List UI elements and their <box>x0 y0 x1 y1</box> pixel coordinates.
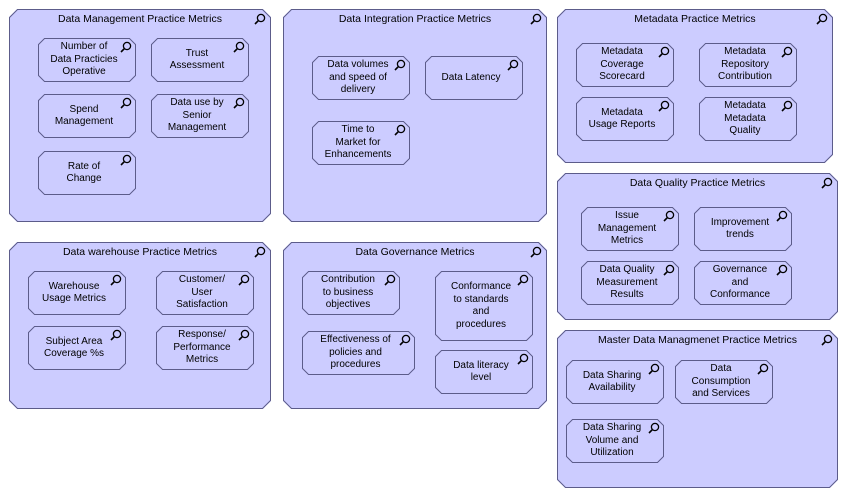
master-data-group[interactable]: Master Data Managmenet Practice Metrics <box>557 330 838 488</box>
metric-label: Customer/ User Satisfaction <box>176 274 228 311</box>
metric-label: Governance and Conformance <box>709 264 771 301</box>
magnifier-icon[interactable] <box>530 12 542 24</box>
master-data-metric[interactable]: Data Consumption and Services <box>675 360 773 404</box>
data-governance-metric[interactable]: Conformance to standards and procedures <box>435 271 533 341</box>
magnifier-icon[interactable] <box>517 274 529 286</box>
data-integration-group-title: Data Integration Practice Metrics <box>338 13 492 25</box>
magnifier-icon[interactable] <box>507 59 519 71</box>
data-management-group-title: Data Management Practice Metrics <box>58 13 222 25</box>
magnifier-icon[interactable] <box>658 100 670 112</box>
magnifier-icon[interactable] <box>238 329 250 341</box>
data-quality-metric[interactable]: Data Quality Measurement Results <box>581 261 679 305</box>
metric-label: Data Quality Measurement Results <box>596 264 658 301</box>
magnifier-icon[interactable] <box>110 274 122 286</box>
metric-label: Data Sharing Availability <box>582 369 642 393</box>
data-warehouse-metric[interactable]: Customer/ User Satisfaction <box>156 271 254 315</box>
magnifier-icon[interactable] <box>821 333 833 345</box>
magnifier-icon[interactable] <box>238 274 250 286</box>
data-management-metric[interactable]: Number of Data Practicies Operative <box>38 38 136 82</box>
metric-label: Issue Management Metrics <box>597 210 657 247</box>
data-management-metric[interactable]: Spend Management <box>38 94 136 138</box>
metric-label: Data use by Senior Management <box>167 97 227 134</box>
magnifier-icon[interactable] <box>530 245 542 257</box>
magnifier-icon[interactable] <box>663 264 675 276</box>
magnifier-icon[interactable] <box>254 12 266 24</box>
data-governance-group-title: Data Governance Metrics <box>355 246 475 258</box>
data-integration-group[interactable]: Data Integration Practice Metrics <box>283 9 547 222</box>
data-quality-metric[interactable]: Governance and Conformance <box>694 261 792 305</box>
metadata-metric[interactable]: Metadata Usage Reports <box>576 97 674 141</box>
magnifier-icon[interactable] <box>384 274 396 286</box>
magnifier-icon[interactable] <box>658 46 670 58</box>
metric-label: Contribution to business objectives <box>321 274 375 311</box>
data-management-metric[interactable]: Data use by Senior Management <box>151 94 249 138</box>
data-quality-group-title: Data Quality Practice Metrics <box>629 177 766 189</box>
metric-label: Metadata Repository Contribution <box>718 46 772 83</box>
magnifier-icon[interactable] <box>663 210 675 222</box>
metric-label: Data volumes and speed of delivery <box>327 59 389 96</box>
magnifier-icon[interactable] <box>816 12 828 24</box>
data-management-metric[interactable]: Rate of Change <box>38 151 136 195</box>
metric-label: Response/ Performance Metrics <box>173 329 231 366</box>
data-warehouse-group-title: Data warehouse Practice Metrics <box>62 246 218 258</box>
magnifier-icon[interactable] <box>394 59 406 71</box>
metric-label: Number of Data Practicies Operative <box>50 41 118 78</box>
metric-label: Trust Assessment <box>169 47 225 71</box>
master-data-metric[interactable]: Data Sharing Availability <box>566 360 664 404</box>
metric-label: Metadata Metadata Quality <box>724 100 766 137</box>
data-governance-metric[interactable]: Effectiveness of policies and procedures <box>302 331 415 375</box>
metric-label: Metadata Usage Reports <box>588 106 656 130</box>
metric-label: Data literacy level <box>453 359 509 383</box>
master-data-metric[interactable]: Data Sharing Volume and Utilization <box>566 419 664 463</box>
magnifier-icon[interactable] <box>120 154 132 166</box>
magnifier-icon[interactable] <box>110 329 122 341</box>
data-integration-metric[interactable]: Data Latency <box>425 56 523 100</box>
magnifier-icon[interactable] <box>120 41 132 53</box>
metric-label: Subject Area Coverage %s <box>43 335 105 359</box>
magnifier-icon[interactable] <box>781 46 793 58</box>
metric-label: Conformance to standards and procedures <box>450 281 512 330</box>
data-warehouse-metric[interactable]: Subject Area Coverage %s <box>28 326 126 370</box>
metric-label: Data Consumption and Services <box>691 363 751 400</box>
metric-label: Spend Management <box>54 103 114 127</box>
metric-label: Effectiveness of policies and procedures <box>320 334 391 371</box>
metric-label: Improvement trends <box>710 216 770 240</box>
data-integration-metric[interactable]: Data volumes and speed of delivery <box>312 56 410 100</box>
metadata-metric[interactable]: Metadata Coverage Scorecard <box>576 43 674 87</box>
data-governance-metric[interactable]: Data literacy level <box>435 350 533 394</box>
data-quality-metric[interactable]: Improvement trends <box>694 207 792 251</box>
magnifier-icon[interactable] <box>781 100 793 112</box>
metric-label: Data Sharing Volume and Utilization <box>582 422 642 459</box>
metric-label: Metadata Coverage Scorecard <box>599 46 645 83</box>
magnifier-icon[interactable] <box>233 97 245 109</box>
metric-label: Data Latency <box>441 71 501 83</box>
metric-label: Time to Market for Enhancements <box>324 124 392 161</box>
magnifier-icon[interactable] <box>120 97 132 109</box>
magnifier-icon[interactable] <box>821 176 833 188</box>
data-warehouse-metric[interactable]: Response/ Performance Metrics <box>156 326 254 370</box>
magnifier-icon[interactable] <box>517 353 529 365</box>
metric-label: Rate of Change <box>66 160 102 184</box>
data-governance-metric[interactable]: Contribution to business objectives <box>302 271 400 315</box>
metadata-metric[interactable]: Metadata Repository Contribution <box>699 43 797 87</box>
data-warehouse-metric[interactable]: Warehouse Usage Metrics <box>28 271 126 315</box>
magnifier-icon[interactable] <box>648 363 660 375</box>
data-management-metric[interactable]: Trust Assessment <box>151 38 249 82</box>
data-integration-metric[interactable]: Time to Market for Enhancements <box>312 121 410 165</box>
magnifier-icon[interactable] <box>394 124 406 136</box>
metadata-group-title: Metadata Practice Metrics <box>634 13 756 25</box>
magnifier-icon[interactable] <box>776 210 788 222</box>
magnifier-icon[interactable] <box>254 245 266 257</box>
magnifier-icon[interactable] <box>776 264 788 276</box>
metadata-metric[interactable]: Metadata Metadata Quality <box>699 97 797 141</box>
magnifier-icon[interactable] <box>233 41 245 53</box>
magnifier-icon[interactable] <box>757 363 769 375</box>
master-data-group-title: Master Data Managmenet Practice Metrics <box>598 334 797 346</box>
metric-label: Warehouse Usage Metrics <box>42 280 106 304</box>
magnifier-icon[interactable] <box>399 334 411 346</box>
magnifier-icon[interactable] <box>648 422 660 434</box>
data-warehouse-group[interactable]: Data warehouse Practice Metrics <box>9 242 271 409</box>
data-quality-metric[interactable]: Issue Management Metrics <box>581 207 679 251</box>
